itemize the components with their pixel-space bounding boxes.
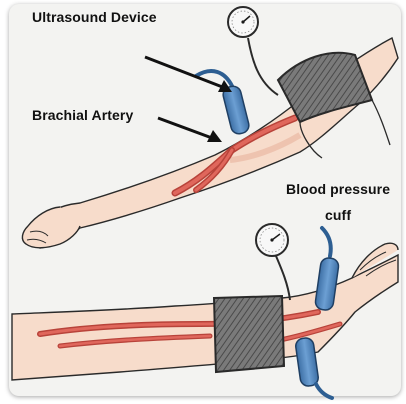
brachial-artery-label: Brachial Artery: [32, 107, 133, 123]
ultrasound-device-label: Ultrasound Device: [32, 9, 157, 25]
lower-leg: [12, 243, 398, 380]
pressure-gauge-icon: [228, 7, 278, 95]
blood-pressure-cuff-label: Blood pressure cuff: [286, 176, 390, 228]
lower-bp-cuff: [214, 296, 284, 372]
arrow-icon: [145, 57, 232, 142]
pressure-gauge-icon: [256, 224, 290, 300]
blood-pressure-cuff-label-line1: Blood pressure: [286, 176, 390, 202]
blood-pressure-cuff-label-line2: cuff: [286, 202, 390, 228]
